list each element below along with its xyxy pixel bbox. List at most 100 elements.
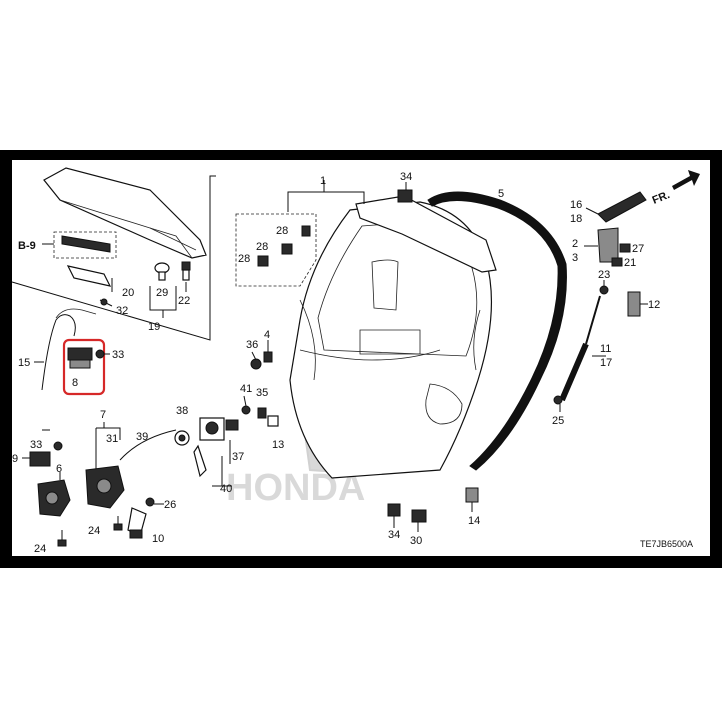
cable-15-end: [55, 308, 97, 319]
callout-33-lower: 33: [30, 439, 42, 451]
callout-28-a: 28: [276, 225, 288, 237]
handle-10: [127, 507, 147, 539]
callout-30: 30: [410, 535, 422, 547]
callout-2: 2: [572, 238, 578, 250]
callout-18: 18: [570, 213, 582, 225]
b9-garnish-box: [42, 231, 117, 259]
callout-28-b: 28: [256, 241, 268, 253]
callout-labels: 1 2 3 4 5 6 7 8 9 10 11 12 13 14 15 16 1…: [12, 171, 660, 555]
bolt-21: [611, 257, 623, 267]
callout-19: 19: [148, 321, 160, 333]
bolt-24-upper: [113, 516, 123, 531]
clips-28: [257, 225, 311, 267]
callout-21: 21: [624, 257, 636, 269]
tailgate-garnish: [355, 195, 497, 273]
stopper-14: [465, 487, 479, 512]
callout-39: 39: [136, 431, 148, 443]
bolt-24-lower: [57, 530, 67, 547]
nut-33-top: [95, 349, 110, 359]
clip-37: [225, 419, 239, 431]
nut-33-lower: [53, 441, 63, 451]
callout-8: 8: [72, 377, 78, 389]
callout-33-top: 33: [112, 349, 124, 361]
latch-assembly: [85, 465, 125, 509]
callout-12: 12: [648, 299, 660, 311]
callout-34-bottom: 34: [388, 529, 400, 541]
frame-left: [0, 150, 12, 568]
clip-28-box: [235, 213, 317, 287]
callout-4: 4: [264, 329, 270, 341]
callout-15: 15: [18, 357, 30, 369]
callout-7: 7: [100, 409, 106, 421]
callout-26: 26: [164, 499, 176, 511]
cable-15: [41, 314, 76, 391]
hinge-2-3: [584, 227, 619, 263]
bolt-41: [241, 395, 251, 415]
callout-5: 5: [498, 188, 504, 200]
callout-34-top: 34: [400, 171, 412, 183]
weatherstrip-5: [427, 191, 567, 471]
bolt-32: [99, 298, 113, 307]
callout-31: 31: [106, 433, 118, 445]
callout-25: 25: [552, 415, 564, 427]
callout-14: 14: [468, 515, 480, 527]
bumper-9: [29, 451, 51, 467]
callout-9: 9: [12, 453, 18, 465]
clip-29: [154, 262, 170, 281]
nut-34-bottom: [387, 503, 401, 528]
bolt-36: [250, 351, 262, 370]
callout-38: 38: [176, 405, 188, 417]
callout-24-lower: 24: [34, 543, 46, 555]
screw-26: [145, 497, 155, 507]
bolt-35: [257, 407, 267, 419]
spoiler-panel-border: [11, 175, 216, 341]
latch-6: [37, 479, 71, 517]
callout-24-upper: 24: [88, 525, 100, 537]
highlight-box-8: [62, 338, 106, 396]
key-cylinder-body: [193, 417, 225, 478]
callout-36: 36: [246, 339, 258, 351]
callout-17: 17: [600, 357, 612, 369]
bolt-4: [263, 340, 273, 363]
clip-22: [181, 261, 191, 281]
spoiler-part: [43, 167, 207, 259]
callout-32: 32: [116, 305, 128, 317]
frame-top: [0, 150, 722, 160]
callout-3: 3: [572, 252, 578, 264]
clip-30: [411, 509, 427, 532]
callout-10: 10: [152, 533, 164, 545]
callout-37: 37: [232, 451, 244, 463]
callout-1: 1: [320, 175, 326, 187]
callout-22: 22: [178, 295, 190, 307]
bracket-12: [627, 291, 648, 317]
spoiler-stay: [66, 265, 112, 287]
callout-13: 13: [272, 439, 284, 451]
hinge-arm-16: [585, 191, 647, 223]
nut-34-top: [397, 182, 413, 203]
callout-6: 6: [56, 463, 62, 475]
diagram-code: TE7JB6500A: [640, 539, 693, 549]
bracket-40: [212, 456, 232, 487]
bracket-1: [287, 180, 365, 212]
callout-16: 16: [570, 199, 582, 211]
front-direction-arrow: [672, 170, 700, 190]
callout-28-c: 28: [238, 253, 250, 265]
callout-20: 20: [122, 287, 134, 299]
switch-part-8: [62, 338, 106, 396]
clip-13: [267, 415, 279, 427]
callout-27: 27: [632, 243, 644, 255]
tailgate-body: [289, 201, 493, 479]
callout-23: 23: [598, 269, 610, 281]
callout-40: 40: [220, 483, 232, 495]
front-label: FR.: [651, 189, 672, 207]
callout-41: 41: [240, 383, 252, 395]
callout-11: 11: [600, 343, 611, 355]
ref-label-b9: B-9: [18, 240, 36, 252]
gas-strut-11-17: [559, 295, 606, 402]
callout-29: 29: [156, 287, 168, 299]
ball-stud-23: [599, 280, 609, 295]
lock-cylinder-38: [174, 430, 190, 446]
frame-right: [710, 150, 722, 568]
